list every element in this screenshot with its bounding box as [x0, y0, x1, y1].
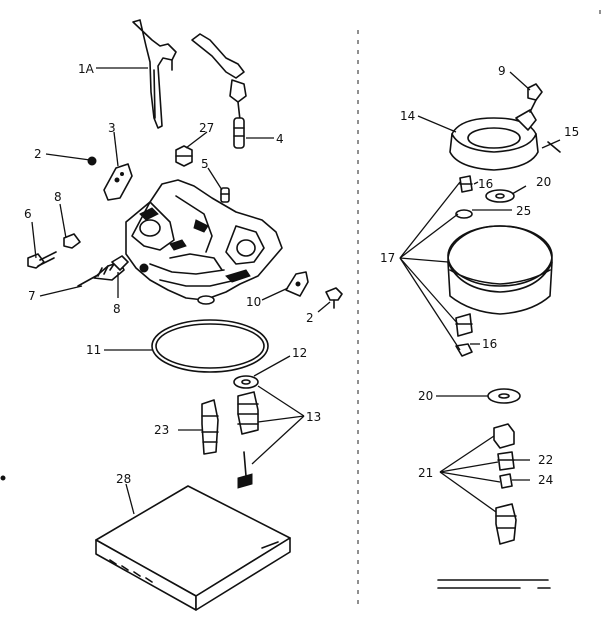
label-16-upper: 16	[478, 177, 493, 191]
label-23: 23	[154, 423, 169, 437]
label-28: 28	[116, 472, 131, 486]
label-4: 4	[276, 132, 284, 146]
label-10: 10	[246, 295, 261, 309]
part-27-fitting	[175, 145, 193, 167]
label-15: 15	[564, 125, 579, 139]
callout-labels: 1A 2 3 27 4 5 6 8 7 8 10 2 11 12 23 13 2…	[24, 62, 579, 487]
label-6: 6	[24, 207, 32, 221]
part-6-bolt	[27, 251, 57, 269]
label-8-lower: 8	[113, 302, 121, 316]
part-2-screw-lower	[325, 287, 343, 309]
margin-mark	[0, 475, 6, 481]
label-16-lower: 16	[482, 337, 497, 351]
label-20-lower: 20	[418, 389, 433, 403]
label-9: 9	[498, 64, 506, 78]
label-27: 27	[199, 121, 214, 135]
part-20-washer-upper	[485, 189, 515, 203]
part-28-box	[95, 485, 291, 611]
part-20-washer-lower	[487, 388, 521, 404]
part-25-washer	[455, 209, 473, 219]
part-10-lever	[285, 271, 309, 297]
label-14: 14	[400, 109, 415, 123]
part-17-float-bowl	[447, 225, 553, 315]
label-2-lower: 2	[306, 311, 314, 325]
part-12-washer	[233, 375, 259, 389]
part-9-screw	[527, 83, 543, 101]
label-8-upper: 8	[54, 190, 62, 204]
part-14-float	[449, 99, 539, 171]
label-22: 22	[538, 453, 553, 467]
label-24: 24	[538, 473, 553, 487]
label-1a: 1A	[78, 62, 95, 76]
label-7: 7	[28, 289, 36, 303]
part-16-spring-upper	[459, 175, 473, 193]
label-21: 21	[418, 466, 433, 480]
leader-lines	[31, 67, 561, 515]
part-8-fitting-upper	[63, 233, 81, 249]
label-17: 17	[380, 251, 395, 265]
part-15-pin	[547, 141, 561, 153]
part-4-needle	[233, 117, 245, 149]
part-1a-throttle-shaft	[132, 19, 247, 129]
part-23-jet	[201, 399, 219, 455]
part-11-gasket	[151, 319, 269, 373]
label-12: 12	[292, 346, 307, 360]
part-21-bowl-nut-stack	[493, 423, 517, 545]
caption-rule	[437, 579, 551, 589]
carburetor-body	[125, 179, 283, 305]
label-3: 3	[108, 121, 116, 135]
label-20-upper: 20	[536, 175, 551, 189]
part-8-spring	[111, 255, 129, 271]
label-13: 13	[306, 410, 321, 424]
label-2-upper: 2	[34, 147, 42, 161]
label-25: 25	[516, 204, 531, 218]
label-5: 5	[201, 157, 209, 171]
part-3-choke-plate	[103, 163, 133, 201]
part-5-screw	[220, 187, 230, 203]
part-2-screw-upper	[87, 156, 97, 166]
label-11: 11	[86, 343, 101, 357]
part-13-needle-seat	[237, 391, 259, 489]
part-16-spring-lower	[455, 313, 473, 357]
